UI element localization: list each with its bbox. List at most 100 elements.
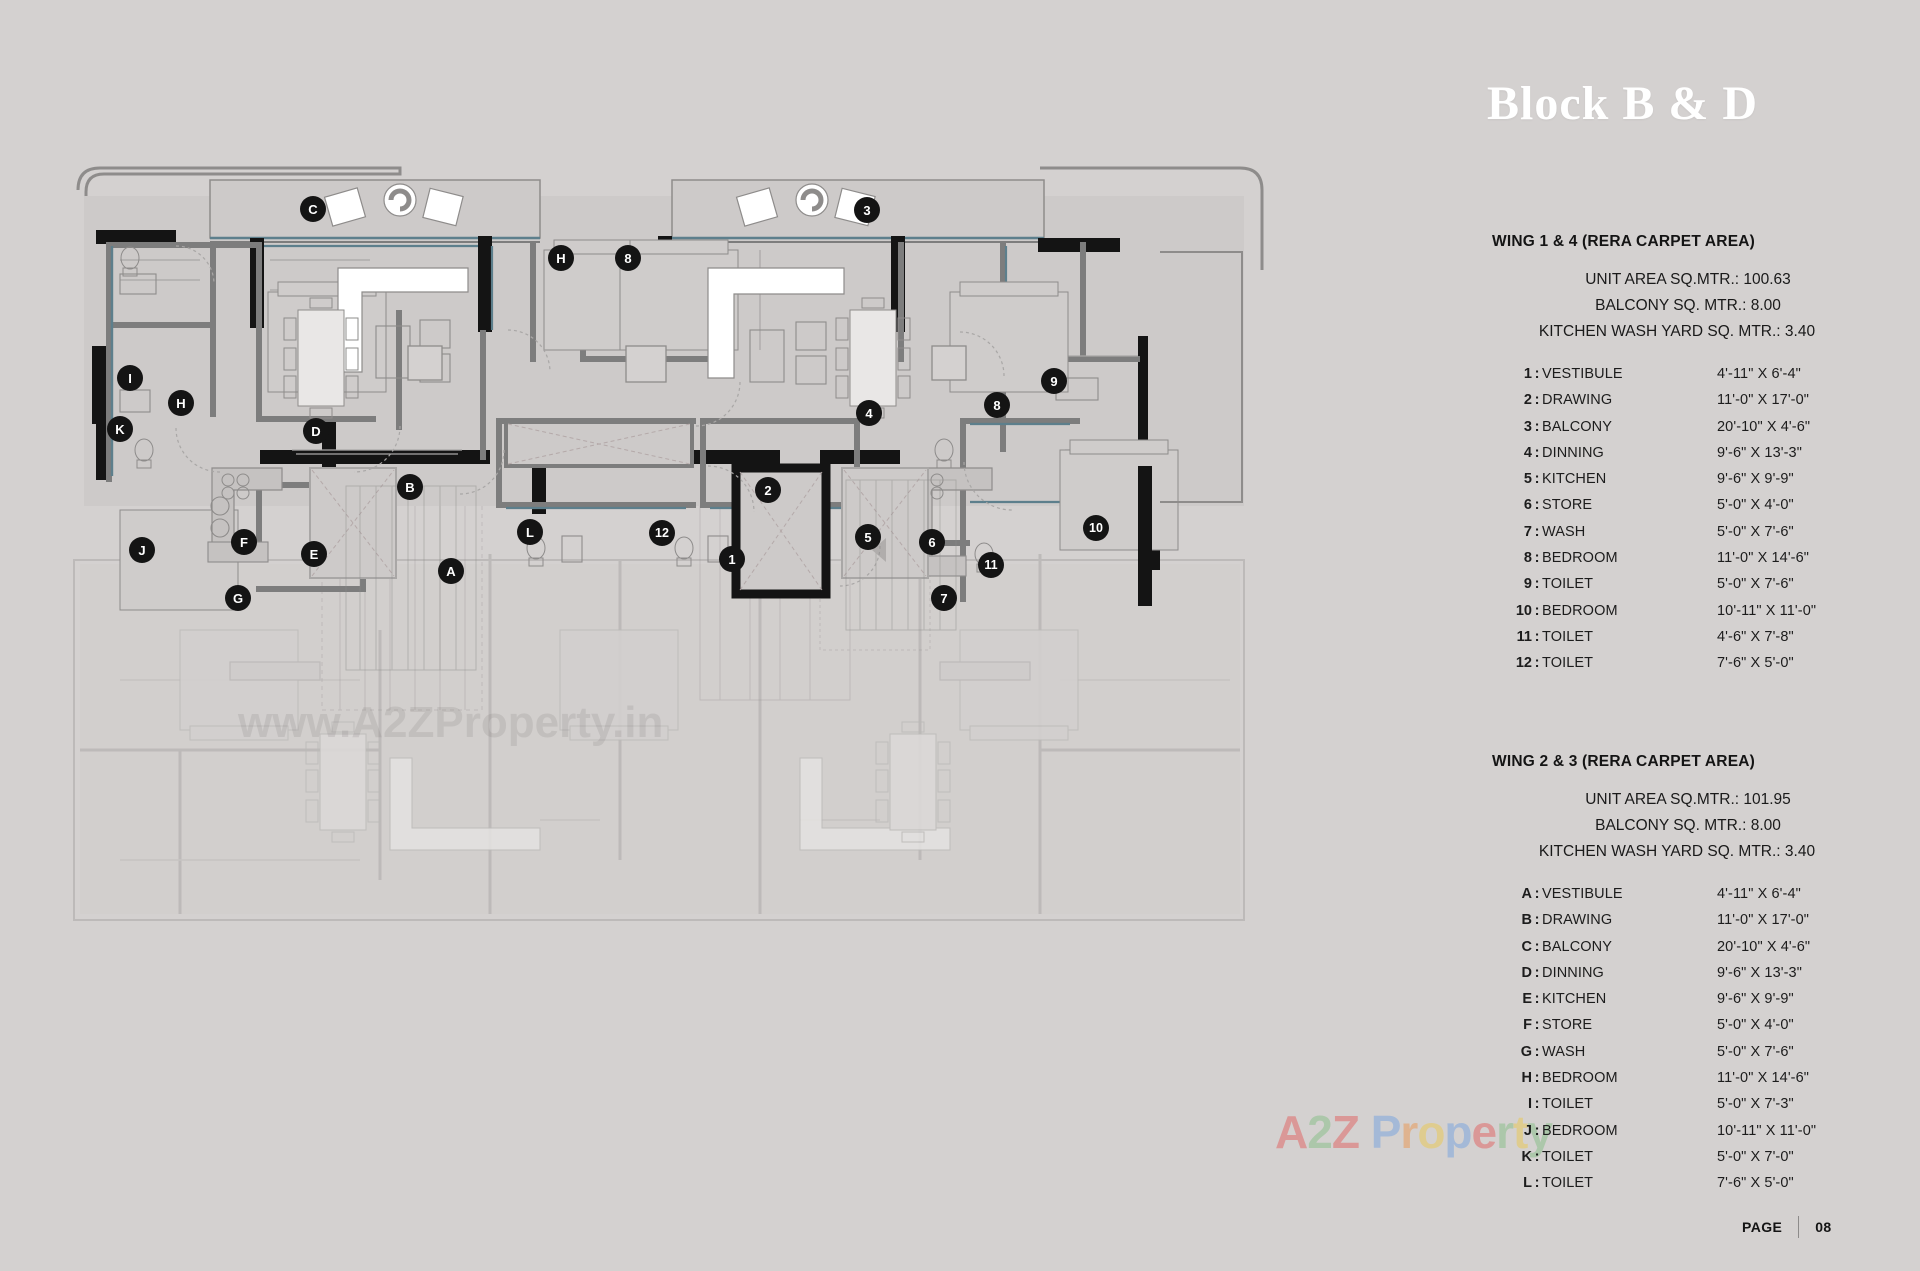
legend-row-key: 8	[1523, 550, 1532, 567]
legend-row-name: TOILET	[1542, 1096, 1594, 1113]
legend-row-colon: :	[1534, 912, 1540, 929]
room-marker-8: 8	[615, 245, 641, 271]
legend-row-name: BEDROOM	[1542, 550, 1618, 567]
room-marker-9: 9	[1041, 368, 1067, 394]
legend-row-dimension: 4'-11" X 6'-4"	[1717, 886, 1801, 902]
legend-row-key: 2	[1523, 392, 1532, 409]
room-marker-4: 4	[856, 400, 882, 426]
legend-row-key: 10	[1515, 602, 1532, 619]
room-marker-e: E	[301, 541, 327, 567]
legend-row-colon: :	[1534, 1070, 1540, 1087]
legend-row-colon: :	[1534, 418, 1540, 435]
page-label: PAGE	[1742, 1219, 1783, 1235]
outer-shell-right	[1040, 166, 1264, 270]
legend-row-colon: :	[1534, 392, 1540, 409]
room-marker-g: G	[225, 585, 251, 611]
room-marker-l: L	[517, 519, 543, 545]
watermark-logo-letter	[1359, 1105, 1371, 1159]
legend-row-colon: :	[1534, 655, 1540, 672]
balcony-area: BALCONY SQ. MTR.: 8.00	[1595, 297, 1781, 314]
floor-plan-drawing	[73, 166, 1264, 921]
legend-row-key: H	[1521, 1070, 1532, 1087]
legend-row-name: BEDROOM	[1542, 602, 1618, 619]
legend-row-name: TOILET	[1542, 1175, 1594, 1192]
legend-row: 8:BEDROOM 11'-0" X 14'-6"	[1492, 545, 1892, 571]
footer-divider	[1798, 1216, 1800, 1238]
right-wing-edge	[1160, 251, 1243, 503]
unit-area: UNIT AREA SQ.MTR.: 100.63	[1585, 271, 1791, 288]
legend-row-name: DINNING	[1542, 964, 1604, 981]
legend-row-dimension: 9'-6" X 9'-9"	[1717, 991, 1794, 1008]
legend-row-key: 5	[1523, 471, 1532, 488]
unit-area: UNIT AREA SQ.MTR.: 101.95	[1585, 791, 1791, 808]
legend-row-colon: :	[1534, 1148, 1540, 1165]
legend-row-dimension: 11'-0" X 17'-0"	[1717, 392, 1810, 409]
legend-row-key: L	[1523, 1175, 1532, 1192]
room-marker-k: K	[107, 416, 133, 442]
room-marker-11: 11	[978, 552, 1004, 578]
room-marker-h: H	[548, 245, 574, 271]
legend-row-colon: :	[1534, 938, 1540, 955]
legend-row-dimension: 11'-0" X 14'-6"	[1717, 1070, 1810, 1087]
plan-mirror-lower	[73, 554, 1245, 921]
legend-row-name: STORE	[1542, 1017, 1593, 1034]
legend-row: L:TOILET 7'-6" X 5'-0"	[1492, 1170, 1892, 1196]
balcony-furniture-left	[323, 183, 464, 227]
legend-row-key: F	[1523, 1017, 1532, 1034]
watermark-logo-letter: 2	[1307, 1106, 1333, 1158]
legend-row-key: 9	[1523, 576, 1532, 593]
legend-row-colon: :	[1534, 991, 1540, 1008]
legend-row-colon: :	[1534, 1175, 1540, 1192]
legend-row-colon: :	[1534, 964, 1540, 981]
room-marker-3: 3	[854, 197, 880, 223]
room-marker-f: F	[231, 529, 257, 555]
room-marker-12: 12	[649, 520, 675, 546]
legend-wing-1-4: WING 1 & 4 (RERA CARPET AREA) UNIT AREA …	[1492, 233, 1892, 677]
page-title: Block B & D	[1487, 77, 1759, 130]
watermark-logo-letter: o	[1417, 1106, 1445, 1158]
legend-row-colon: :	[1534, 523, 1540, 540]
legend-row-dimension: 5'-0" X 7'-6"	[1717, 523, 1794, 540]
legend-row-dimension: 4'-11" X 6'-4"	[1717, 366, 1801, 382]
legend-row-dimension: 11'-0" X 14'-6"	[1717, 550, 1810, 567]
legend-row-key: K	[1521, 1148, 1532, 1165]
legend-row-colon: :	[1534, 602, 1540, 619]
legend-row-dimension: 11'-0" X 17'-0"	[1717, 912, 1810, 929]
legend-row-name: KITCHEN	[1542, 991, 1607, 1008]
legend-wing-2-3: WING 2 & 3 (RERA CARPET AREA) UNIT AREA …	[1492, 753, 1892, 1197]
legend-row-dimension: 10'-11" X 11'-0"	[1717, 1122, 1817, 1139]
legend-row-dimension: 7'-6" X 5'-0"	[1717, 1175, 1794, 1192]
legend-row-colon: :	[1534, 576, 1540, 593]
legend-row-dimension: 5'-0" X 7'-0"	[1717, 1148, 1794, 1165]
legend-row-name: BEDROOM	[1542, 1070, 1618, 1087]
room-marker-6: 6	[919, 529, 945, 555]
legend-row-colon: :	[1534, 550, 1540, 567]
legend-row-name: WASH	[1542, 523, 1586, 540]
room-marker-1: 1	[719, 546, 745, 572]
legend-row-key: 7	[1523, 523, 1532, 540]
legend-row-key: B	[1521, 912, 1532, 929]
outer-shell-left	[76, 166, 402, 482]
room-marker-2: 2	[755, 477, 781, 503]
legend-row-dimension: 7'-6" X 5'-0"	[1717, 655, 1794, 672]
kitchen-wash-yard-area: KITCHEN WASH YARD SQ. MTR.: 3.40	[1538, 323, 1816, 340]
legend-row-colon: :	[1534, 1096, 1540, 1113]
legend-row-key: 11	[1516, 628, 1532, 645]
legend-row-name: TOILET	[1542, 655, 1594, 672]
legend-row-dimension: 5'-0" X 7'-3"	[1717, 1096, 1794, 1113]
room-marker-10: 10	[1083, 515, 1109, 541]
legend-row-colon: :	[1534, 1122, 1540, 1139]
legend-row-key: I	[1527, 1096, 1532, 1113]
